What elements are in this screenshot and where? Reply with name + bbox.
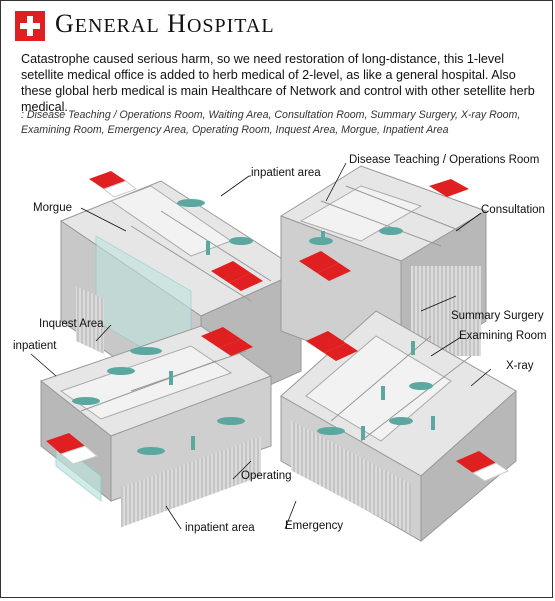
wing-bottom-right — [280, 310, 517, 543]
label-summary-surgery: Summary Surgery — [451, 310, 544, 322]
red-cross-marker-bl — [46, 433, 99, 465]
label-emergency: Emergency — [285, 520, 343, 532]
label-operating: Operating — [241, 470, 292, 482]
red-cross-marker-br — [456, 451, 510, 482]
red-cross-marker-tl — [89, 171, 138, 198]
label-consultation: Consultation — [481, 204, 545, 216]
labels — [30, 162, 492, 530]
label-examining-room: Examining Room — [459, 330, 547, 342]
red-cross-marker-center-br — [306, 331, 358, 361]
hospital-floor-plan-illustration: inpatient area Disease Teaching / Operat… — [13, 154, 547, 543]
label-inpatient-left: inpatient — [13, 340, 57, 352]
patient-figures — [72, 199, 435, 455]
label-inpatient-area-bottom: inpatient area — [185, 522, 255, 534]
label-xray: X-ray — [506, 360, 534, 372]
label-inpatient-area-top: inpatient area — [251, 167, 321, 179]
rooms-list-text: : Disease Teaching / Operations Room, Wa… — [21, 109, 521, 136]
label-disease-teaching: Disease Teaching / Operations Room — [349, 154, 539, 166]
wing-bottom-left — [39, 325, 273, 528]
page-title: GENERAL HOSPITAL — [55, 9, 275, 38]
red-cross-marker-center-tr — [299, 251, 351, 281]
label-morgue: Morgue — [33, 202, 72, 214]
red-cross-marker-tr — [429, 179, 469, 197]
red-cross-marker-center-tl — [211, 261, 263, 291]
label-inquest-area: Inquest Area — [39, 318, 104, 330]
header: GENERAL HOSPITAL — [15, 9, 540, 41]
red-cross-marker-center-bl — [201, 327, 253, 356]
red-cross-logo-icon — [15, 11, 45, 41]
description-text: Catastrophe caused serious harm, so we n… — [21, 52, 535, 114]
